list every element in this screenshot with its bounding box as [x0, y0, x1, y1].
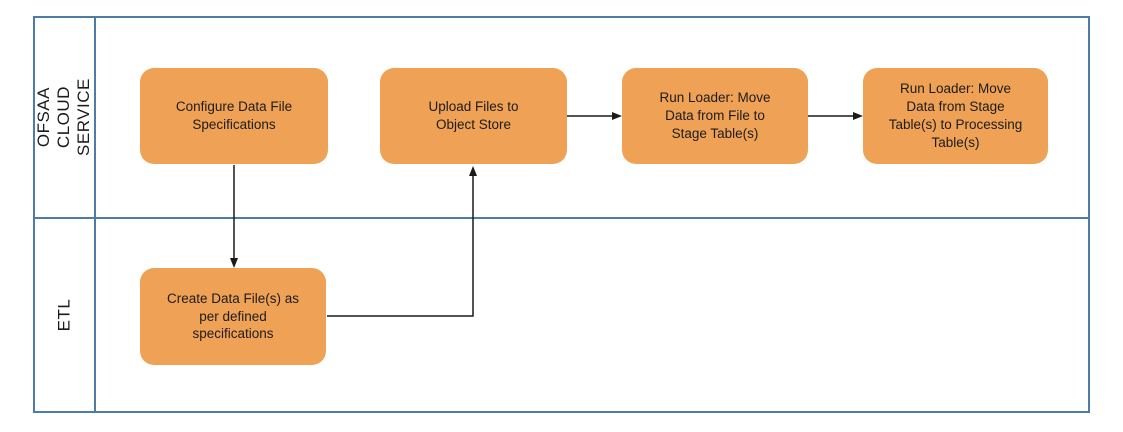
- lane-ofsaa-cloud-service: OFSAA CLOUD SERVICE: [33, 17, 95, 217]
- lane-label-ofsaa-cloud-service: OFSAA CLOUD SERVICE: [33, 78, 94, 156]
- node-label-create-data-files: Create Data File(s) as per defined speci…: [166, 290, 300, 342]
- node-configure-data-file-specifications: Configure Data File Specifications: [140, 68, 328, 164]
- lane-etl: ETL: [33, 219, 95, 412]
- node-run-loader-file-to-stage: Run Loader: Move Data from File to Stage…: [622, 68, 808, 164]
- node-label-run-loader-stage-to-processing: Run Loader: Move Data from Stage Table(s…: [888, 81, 1023, 150]
- lane-label-column-border: [94, 16, 96, 413]
- node-label-configure-data-file-specifications: Configure Data File Specifications: [175, 99, 293, 132]
- node-create-data-files: Create Data File(s) as per defined speci…: [140, 268, 326, 365]
- node-label-run-loader-file-to-stage: Run Loader: Move Data from File to Stage…: [659, 90, 771, 141]
- node-upload-files-to-object-store: Upload Files to Object Store: [380, 68, 567, 164]
- node-run-loader-stage-to-processing: Run Loader: Move Data from Stage Table(s…: [863, 68, 1048, 164]
- lane-label-etl: ETL: [53, 299, 73, 332]
- node-label-upload-files-to-object-store: Upload Files to Object Store: [428, 99, 519, 132]
- swimlane-frame: [33, 16, 1090, 413]
- lane-divider: [33, 217, 1090, 219]
